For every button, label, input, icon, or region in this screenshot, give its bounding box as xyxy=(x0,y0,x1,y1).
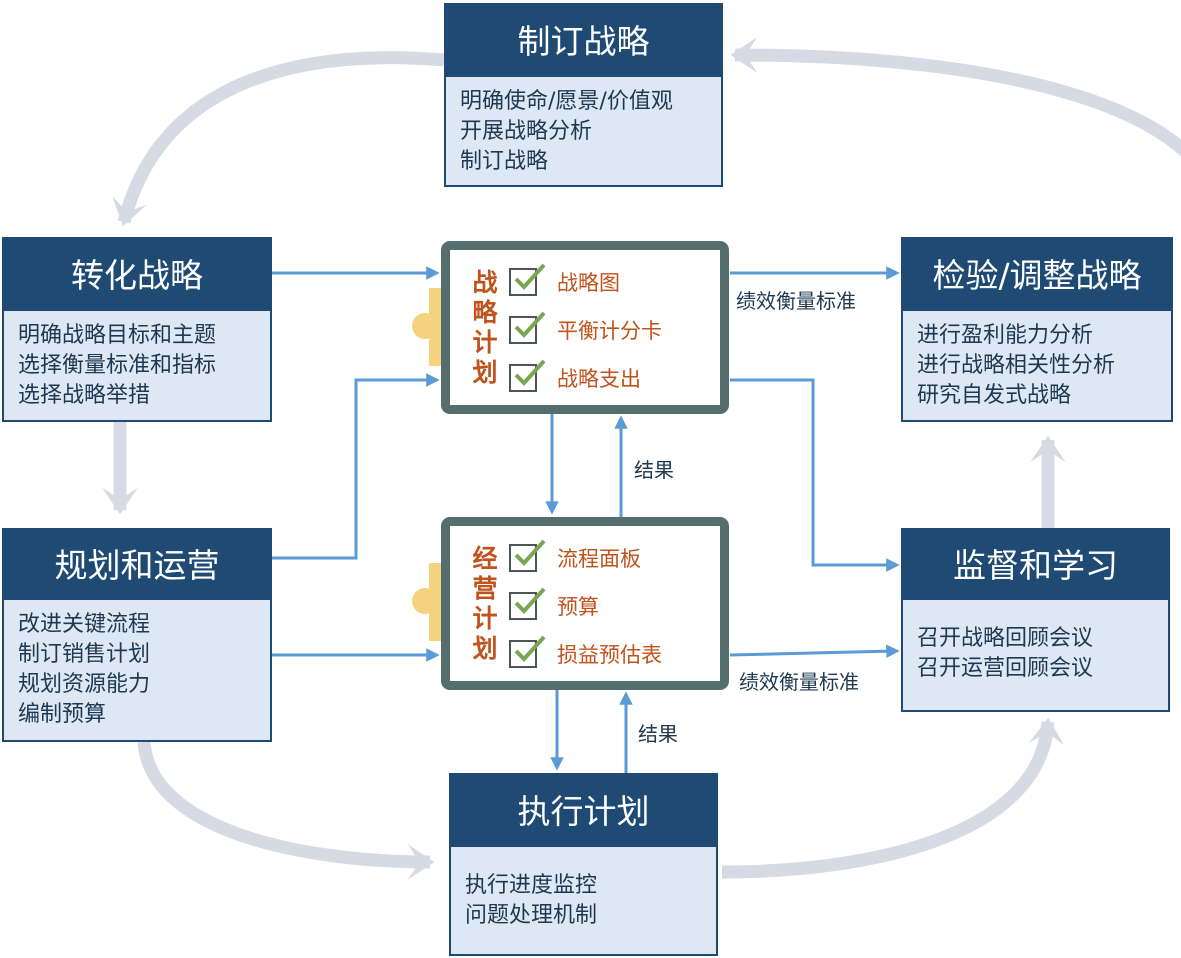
strategy-plan-board: 战 略 计 划 战略图 平衡计分卡 战略支出 xyxy=(441,241,729,414)
label-result-middle: 结果 xyxy=(634,458,674,482)
node-item: 召开战略回顾会议 xyxy=(917,626,1094,651)
checkbox-icon xyxy=(509,311,546,344)
checklist-label: 预算 xyxy=(557,595,599,619)
clip-knob xyxy=(412,313,438,339)
node-item: 研究自发式战略 xyxy=(917,383,1072,408)
node-title: 执行计划 xyxy=(449,773,718,845)
label-performance-measures-top: 绩效衡量标准 xyxy=(736,289,856,313)
clip-knob xyxy=(412,588,438,614)
board-title-char: 战 xyxy=(472,267,498,297)
node-items: 执行进度监控 问题处理机制 xyxy=(449,845,718,956)
node-item: 制订战略 xyxy=(460,149,549,174)
checkbox-icon xyxy=(509,587,546,620)
checklist-item: 战略图 xyxy=(509,263,620,297)
board-title: 经 营 计 划 xyxy=(471,517,499,690)
label-result-lower: 结果 xyxy=(638,722,678,746)
cycle-arrow-test-to-formulate xyxy=(730,37,1181,157)
board-title-char: 营 xyxy=(472,573,498,603)
node-title: 检验/调整战略 xyxy=(901,237,1173,309)
checklist-label: 平衡计分卡 xyxy=(557,319,662,343)
board-title-char: 经 xyxy=(472,543,498,573)
checklist-label: 战略图 xyxy=(557,271,620,295)
node-item: 改进关键流程 xyxy=(18,612,151,637)
checklist-item: 平衡计分卡 xyxy=(509,311,662,345)
node-items: 明确使命/愿景/价值观 开展战略分析 制订战略 xyxy=(444,75,723,187)
board-frame xyxy=(441,517,729,690)
node-formulate-strategy: 制订战略 明确使命/愿景/价值观 开展战略分析 制订战略 xyxy=(444,3,723,187)
cycle-arrow-execute-to-monitor xyxy=(721,717,1065,879)
node-item: 编制预算 xyxy=(18,702,107,727)
node-translate-strategy: 转化战略 明确战略目标和主题 选择衡量标准和指标 选择战略举措 xyxy=(2,237,272,422)
label-performance-measures-bottom: 绩效衡量标准 xyxy=(739,670,859,694)
checklist-label: 损益预估表 xyxy=(557,643,662,667)
node-item: 进行盈利能力分析 xyxy=(917,323,1094,348)
node-item: 召开运营回顾会议 xyxy=(917,656,1094,681)
node-item: 开展战略分析 xyxy=(460,119,593,144)
operating-plan-board: 经 营 计 划 流程面板 预算 损益预估表 xyxy=(441,517,729,690)
node-title: 转化战略 xyxy=(2,237,272,309)
node-item: 执行进度监控 xyxy=(465,873,598,898)
node-item: 选择衡量标准和指标 xyxy=(18,353,217,378)
node-plan-operations: 规划和运营 改进关键流程 制订销售计划 规划资源能力 编制预算 xyxy=(2,528,272,742)
board-title-char: 计 xyxy=(472,603,498,633)
node-title: 制订战略 xyxy=(444,3,723,75)
checklist-item: 损益预估表 xyxy=(509,635,662,669)
node-item: 制订销售计划 xyxy=(18,642,151,667)
node-item: 问题处理机制 xyxy=(465,903,598,928)
board-title-char: 划 xyxy=(472,633,498,663)
board-title-char: 划 xyxy=(472,357,498,387)
flow-plan-operations-to-strategy-plan xyxy=(272,373,440,560)
node-items: 进行盈利能力分析 进行战略相关性分析 研究自发式战略 xyxy=(901,309,1173,422)
checklist-label: 流程面板 xyxy=(557,547,641,571)
node-title: 规划和运营 xyxy=(2,528,272,598)
checklist-label: 战略支出 xyxy=(557,367,641,391)
board-frame xyxy=(441,241,729,414)
node-item: 进行战略相关性分析 xyxy=(917,353,1116,378)
node-items: 明确战略目标和主题 选择衡量标准和指标 选择战略举措 xyxy=(2,309,272,422)
checklist-item: 预算 xyxy=(509,587,599,621)
flow-operating-plan-to-monitor xyxy=(729,644,900,659)
node-title: 监督和学习 xyxy=(901,528,1170,598)
board-title-char: 略 xyxy=(472,297,498,327)
node-execute-plan: 执行计划 执行进度监控 问题处理机制 xyxy=(449,773,718,956)
flow-strategy-plan-to-monitor xyxy=(730,378,900,572)
board-title: 战 略 计 划 xyxy=(471,241,499,414)
checkbox-icon xyxy=(509,263,546,296)
node-items: 改进关键流程 制订销售计划 规划资源能力 编制预算 xyxy=(2,598,272,742)
board-title-char: 计 xyxy=(472,327,498,357)
checklist-item: 战略支出 xyxy=(509,359,641,393)
checkbox-icon xyxy=(509,539,546,572)
checkbox-icon xyxy=(509,359,546,392)
cycle-arrow-formulate-to-translate xyxy=(112,51,445,227)
node-item: 选择战略举措 xyxy=(18,383,151,408)
checkbox-icon xyxy=(509,635,546,668)
node-item: 规划资源能力 xyxy=(18,672,151,697)
node-item: 明确战略目标和主题 xyxy=(18,323,217,348)
node-monitor-learn: 监督和学习 召开战略回顾会议 召开运营回顾会议 xyxy=(901,528,1170,712)
node-items: 召开战略回顾会议 召开运营回顾会议 xyxy=(901,598,1170,712)
node-test-adapt-strategy: 检验/调整战略 进行盈利能力分析 进行战略相关性分析 研究自发式战略 xyxy=(901,237,1173,422)
checklist-item: 流程面板 xyxy=(509,539,641,573)
node-item: 明确使命/愿景/价值观 xyxy=(460,89,673,114)
cycle-arrow-plan-operations-to-execute xyxy=(137,741,435,880)
